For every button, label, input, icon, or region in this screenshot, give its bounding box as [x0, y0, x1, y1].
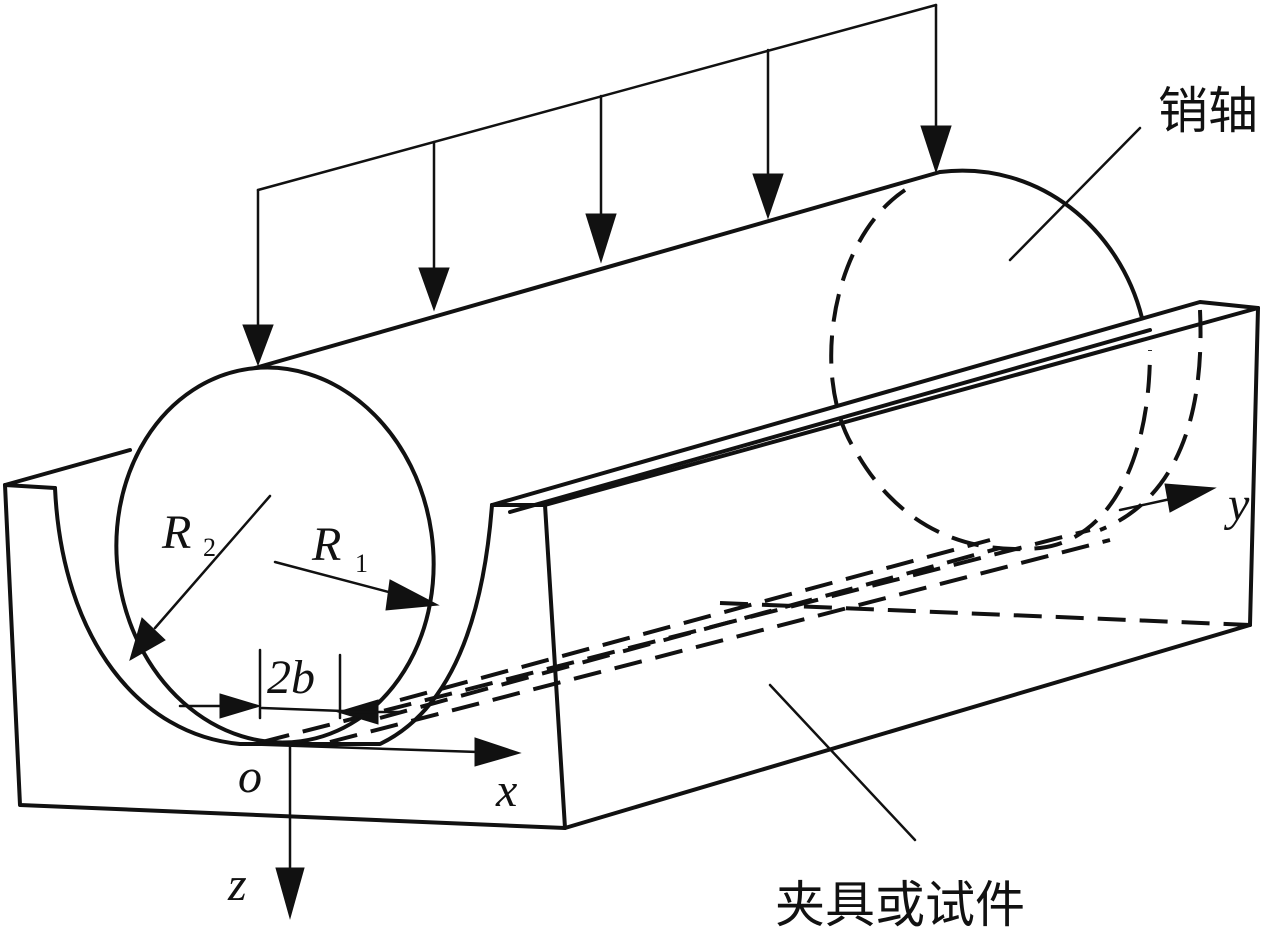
r2-line [153, 494, 272, 630]
coordinate-axes [238, 483, 1217, 920]
r2-arrowhead [129, 617, 166, 662]
fixture-right-wall-top-edge-outer [543, 306, 1260, 507]
origin-label: o [238, 750, 262, 803]
pin-cylinder [114, 168, 1203, 745]
load-arrow-2 [418, 267, 450, 312]
y-axis-label: y [1223, 478, 1250, 531]
pin-label: 销轴 [1158, 82, 1258, 140]
pin-back-end-hidden [829, 188, 1152, 552]
hidden-line-4 [399, 538, 991, 702]
fixture-right-wall-inner-line [508, 328, 1152, 514]
fixture-groove-back-hidden [1099, 309, 1203, 532]
contact-width-marker [178, 648, 402, 725]
x-axis-arrowhead [474, 737, 522, 767]
y-axis-line [1118, 496, 1177, 512]
y-axis-arrowhead [1164, 483, 1217, 513]
fixture-label: 夹具或试件 [775, 876, 1025, 930]
pin-leader-line [1008, 126, 1142, 262]
pin-front-end [114, 365, 436, 745]
hidden-line-5 [719, 601, 1251, 627]
x-axis-label: x [495, 764, 517, 817]
fixture-leader-line [768, 683, 917, 842]
fixture-right-wall-end [1248, 306, 1260, 627]
load-arrow-4 [752, 173, 784, 220]
r1-line [273, 560, 402, 597]
r2-label: R [161, 506, 191, 559]
text-labels: 销轴 夹具或试件 R 1 R 2 2b o x y z [161, 82, 1258, 930]
load-arrow-5 [920, 125, 952, 174]
width-arrow-left-head [219, 693, 262, 719]
r1-arrowhead [385, 579, 440, 611]
fixture-block [3, 300, 1260, 830]
load-arrow-1 [242, 324, 274, 367]
contact-width-label: 2b [267, 651, 315, 704]
pin-back-end-visible [938, 168, 1144, 320]
hidden-line-3 [379, 546, 1001, 720]
x-axis-line [238, 742, 480, 754]
fixture-right-wall-top-edge-inner [490, 300, 1260, 507]
r1-label: R [311, 518, 341, 571]
fixture-left-wall-top [3, 448, 132, 490]
hidden-line-2 [329, 538, 1111, 744]
r2-subscript: 2 [203, 533, 216, 562]
radius-markers [129, 494, 440, 662]
z-axis-label: z [227, 858, 247, 911]
leader-lines [768, 126, 1142, 842]
pin-top-line [253, 170, 942, 370]
distributed-load [242, 3, 952, 367]
hidden-contact-lines [261, 528, 1251, 744]
load-arrow-3 [585, 213, 617, 264]
load-top-line [256, 3, 938, 192]
r1-subscript: 1 [355, 549, 368, 578]
z-axis-arrowhead [275, 867, 305, 920]
fixture-bottom-edge [563, 623, 1252, 830]
